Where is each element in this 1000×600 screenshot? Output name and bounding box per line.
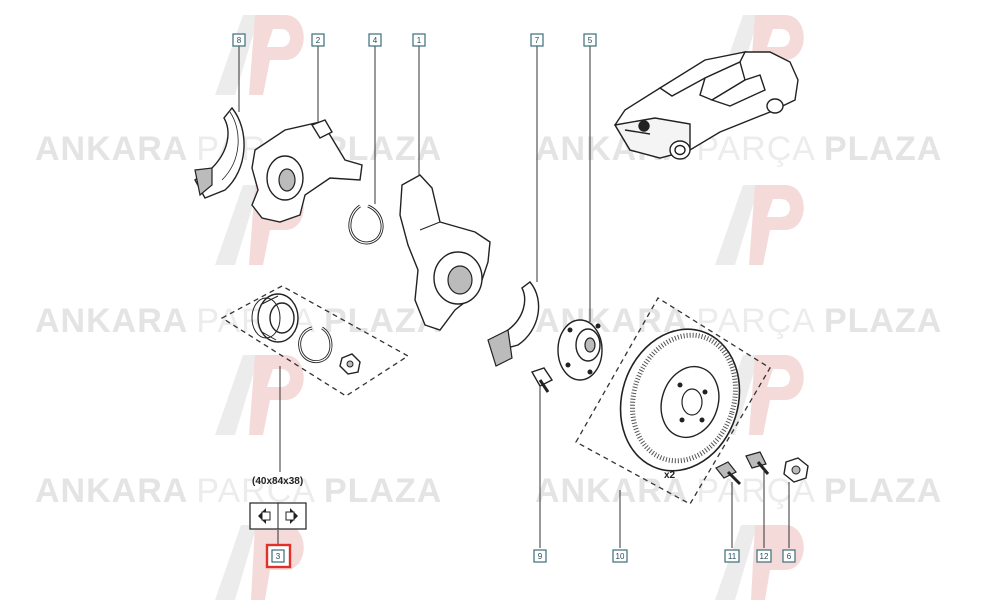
svg-text:11: 11: [728, 552, 737, 561]
bearing-kit-group: [220, 285, 410, 397]
disc-kit-group-outline: [575, 297, 771, 505]
callout-3-selected[interactable]: 3: [265, 543, 292, 569]
part-12-screw: [745, 451, 770, 475]
callout-4[interactable]: 4: [368, 33, 382, 47]
watermark-logo-icon: [215, 355, 304, 435]
part-11-screw: [715, 461, 742, 486]
callout-12[interactable]: 12: [756, 549, 772, 563]
part-8-brake-shield: [194, 106, 245, 199]
watermark-logo-icon: [715, 185, 804, 265]
part-3-circlip-drawing: [298, 326, 333, 364]
svg-text:6: 6: [787, 552, 792, 561]
callout-2[interactable]: 2: [311, 33, 325, 47]
svg-text:3: 3: [276, 552, 281, 561]
svg-text:8: 8: [237, 36, 242, 45]
callout-1[interactable]: 1: [412, 33, 426, 47]
part-10-brake-disc: [619, 328, 741, 472]
callout-10[interactable]: 10: [612, 549, 628, 563]
watermark-logo-icon: [215, 15, 304, 95]
svg-text:12: 12: [760, 552, 769, 561]
callout-8[interactable]: 8: [232, 33, 246, 47]
callout-11[interactable]: 11: [724, 549, 740, 563]
svg-text:7: 7: [535, 36, 540, 45]
part-2-steering-knuckle: [251, 119, 363, 223]
svg-text:4: 4: [373, 36, 378, 45]
part-6-nut: [783, 457, 809, 483]
disc-quantity-label: x2: [664, 470, 676, 481]
callout-6[interactable]: 6: [782, 549, 796, 563]
part-4-snap-ring: [348, 204, 384, 245]
svg-text:10: 10: [616, 552, 625, 561]
leader-lines: [238, 46, 790, 548]
svg-text:1: 1: [417, 36, 422, 45]
part-1-steering-knuckle: [399, 174, 491, 331]
svg-text:5: 5: [588, 36, 593, 45]
bearing-symbol-icon: [249, 502, 307, 530]
part-3-wheel-bearing-drawing: [251, 293, 299, 343]
part-3-nut-drawing: [339, 353, 361, 375]
callout-7[interactable]: 7: [530, 33, 544, 47]
car-illustration: [613, 51, 799, 160]
bearing-dimensions-label: (40x84x38): [252, 476, 303, 487]
part-9-bolt: [530, 367, 554, 393]
part-5-wheel-hub: [557, 319, 603, 381]
callout-5[interactable]: 5: [583, 33, 597, 47]
part-7-brake-shield: [487, 281, 540, 367]
svg-text:9: 9: [538, 552, 543, 561]
svg-text:2: 2: [316, 36, 321, 45]
callout-9[interactable]: 9: [533, 549, 547, 563]
